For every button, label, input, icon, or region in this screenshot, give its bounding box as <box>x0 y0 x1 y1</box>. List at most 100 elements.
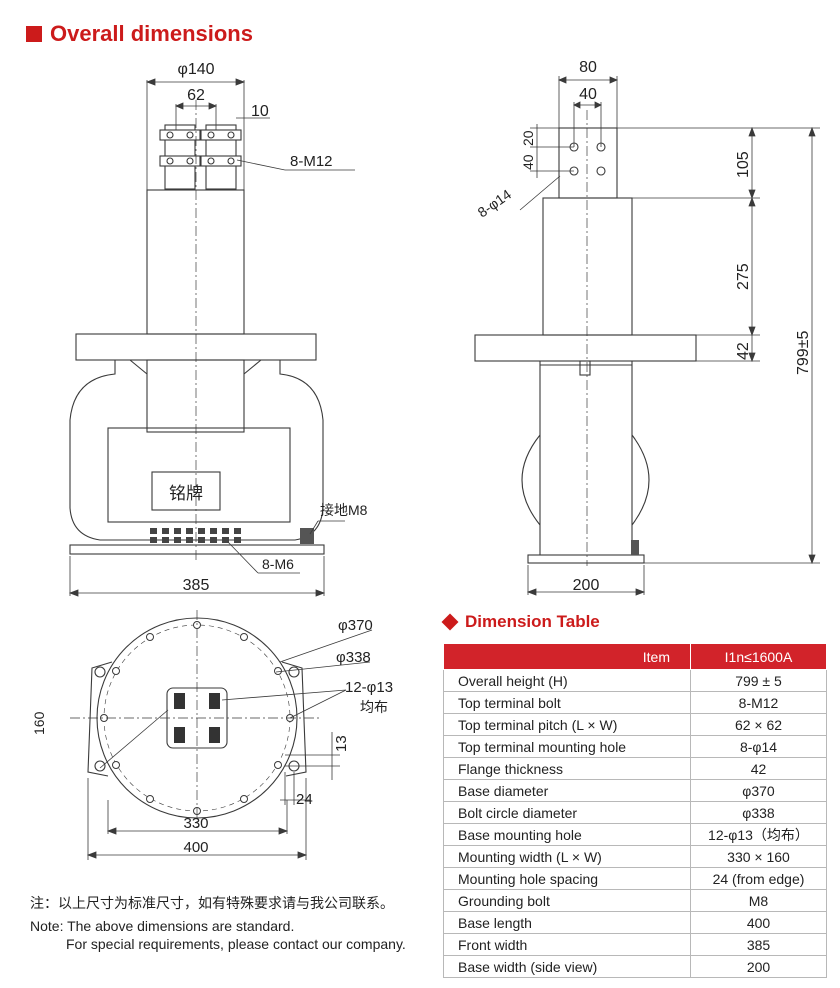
side-dim-hole-v1: 20 <box>520 130 536 146</box>
plan-dim-base-diameter: φ370 <box>338 617 373 634</box>
plan-view <box>70 610 320 828</box>
row-value: 799 ± 5 <box>690 669 827 692</box>
side-flange <box>474 334 697 362</box>
row-value: 8-φ14 <box>690 735 827 758</box>
side-dim-base-width: 200 <box>573 577 600 594</box>
side-left-bulge <box>521 434 541 526</box>
row-value: 8-M12 <box>690 691 827 714</box>
plan-dim-edge: 24 <box>296 791 313 808</box>
dim-front-width: 385 <box>183 577 210 594</box>
ground-bolt <box>300 528 314 544</box>
row-item: Base length <box>443 911 691 934</box>
row-value: 12-φ13（均布） <box>690 823 827 846</box>
table-row: Overall height (H)799 ± 5 <box>443 669 827 692</box>
ground-label: 接地M8 <box>320 502 368 518</box>
dim-terminal-pitch: 62 <box>187 87 205 104</box>
bottom-bolt-label: 8-M6 <box>262 556 294 572</box>
row-value: 400 <box>690 911 827 934</box>
row-item: Top terminal mounting hole <box>443 735 691 758</box>
note-en-2: For special requirements, please contact… <box>66 936 406 952</box>
plan-dim-mount: 330 <box>183 815 208 832</box>
side-dim-hole-v2: 40 <box>520 154 536 170</box>
row-item: Base diameter <box>443 779 691 802</box>
header-value: I1n≤1600A <box>690 643 827 670</box>
note-en-1: Note: The above dimensions are standard. <box>30 918 295 934</box>
dimension-table: Item I1n≤1600A Overall height (H)799 ± 5… <box>443 643 827 978</box>
side-upper-body <box>542 197 633 336</box>
row-value: 42 <box>690 757 827 780</box>
plan-hole-note: 均布 <box>360 699 388 715</box>
dim-terminal-gap: 10 <box>251 103 269 120</box>
nameplate-label: 铭牌 <box>169 484 203 503</box>
dim-top-width: φ140 <box>177 61 214 78</box>
plan-dimensions <box>86 629 373 860</box>
plan-dim-side: 160 <box>31 711 47 735</box>
row-value: M8 <box>690 889 827 912</box>
side-dim-body-height: 275 <box>735 263 752 290</box>
row-item: Front width <box>443 933 691 956</box>
side-view <box>474 110 697 566</box>
lower-casing <box>69 360 324 541</box>
row-value: φ370 <box>690 779 827 802</box>
diamond-bullet-icon <box>441 613 459 631</box>
core-window <box>107 427 291 523</box>
side-right-bulge <box>631 434 650 526</box>
side-dimensions <box>519 76 820 596</box>
side-dim-flange: 42 <box>735 342 752 360</box>
side-hole-label: 8-φ14 <box>475 186 515 221</box>
secondary-terminals <box>150 528 241 543</box>
header-item: Item <box>443 643 691 670</box>
nameplate-box <box>151 471 221 511</box>
side-base <box>527 554 645 564</box>
side-dim-overall: 799±5 <box>795 331 812 375</box>
row-value: 200 <box>690 955 827 978</box>
plan-dim-bolt-circle: φ338 <box>336 649 371 666</box>
dimension-table-header: Dimension Table <box>441 612 600 632</box>
row-item: Bolt circle diameter <box>443 801 691 824</box>
row-item: Base mounting hole <box>443 823 691 846</box>
table-header-row: Item I1n≤1600A <box>443 643 827 670</box>
row-item: Mounting hole spacing <box>443 867 691 890</box>
row-value: φ338 <box>690 801 827 824</box>
plan-dim-slot: 13 <box>333 735 350 752</box>
section-header: Overall dimensions <box>26 20 253 48</box>
side-dim-top-half: 40 <box>579 86 597 103</box>
dimension-table-title: Dimension Table <box>465 612 600 631</box>
table-row: Mounting width (L × W)330 × 160 <box>443 845 827 868</box>
front-dimensions <box>68 78 355 597</box>
side-dim-terminal-height: 105 <box>735 151 752 178</box>
note-cn: 注：以上尺寸为标准尺寸，如有特殊要求请与我公司联系。 <box>30 895 394 911</box>
row-item: Grounding bolt <box>443 889 691 912</box>
section-title: Overall dimensions <box>50 21 253 46</box>
row-item: Top terminal pitch (L × W) <box>443 713 691 736</box>
plan-hole-label: 12-φ13 <box>345 679 393 696</box>
table-row: Top terminal pitch (L × W)62 × 62 <box>443 713 827 736</box>
row-value: 330 × 160 <box>690 845 827 868</box>
top-bolt-label: 8-M12 <box>290 153 333 170</box>
plan-dim-length: 400 <box>183 839 208 856</box>
row-value: 62 × 62 <box>690 713 827 736</box>
row-item: Flange thickness <box>443 757 691 780</box>
front-view: 铭牌 <box>69 100 325 560</box>
row-value: 24 (from edge) <box>690 867 827 890</box>
table-row: Base width (side view)200 <box>443 955 827 978</box>
side-terminal <box>558 127 618 199</box>
row-value: 385 <box>690 933 827 956</box>
side-dim-top-width: 80 <box>579 59 597 76</box>
upper-body <box>146 189 245 335</box>
row-item: Overall height (H) <box>443 669 691 692</box>
top-terminal-bolts <box>159 124 242 190</box>
row-item: Base width (side view) <box>443 955 691 978</box>
front-base <box>69 544 325 555</box>
row-item: Mounting width (L × W) <box>443 845 691 868</box>
square-bullet-icon <box>26 26 42 42</box>
row-item: Top terminal bolt <box>443 691 691 714</box>
